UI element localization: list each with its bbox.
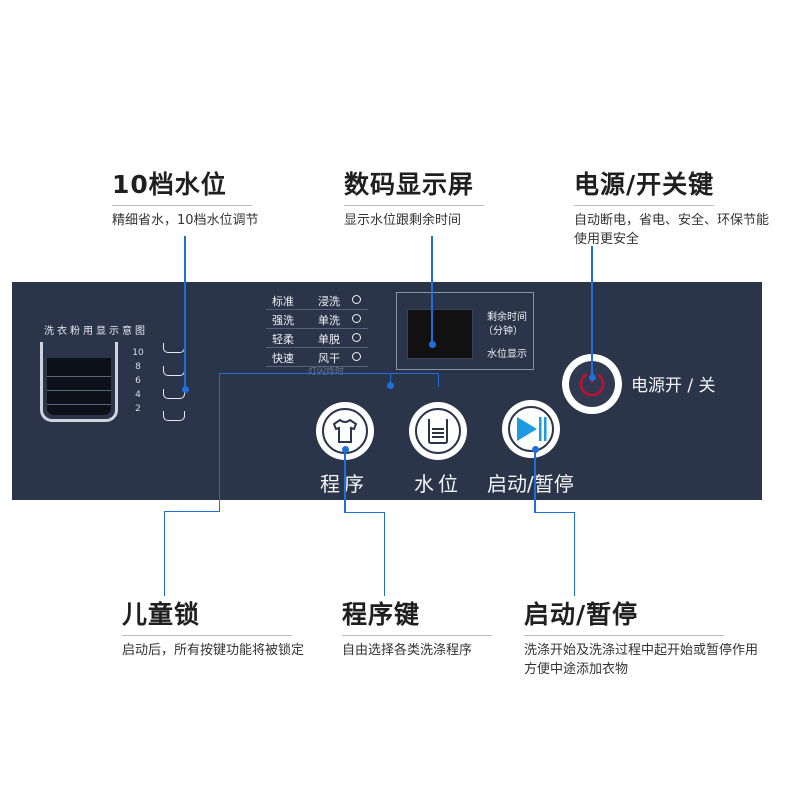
level-value: 6 (135, 376, 141, 386)
leader-line (219, 373, 220, 511)
program-name: 强洗 (272, 314, 294, 327)
start-pause-button[interactable] (502, 400, 560, 458)
callout-start-pause: 启动/暂停 洗涤开始及洗涤过程中起开始或暂停作用 方便中途添加衣物 (524, 595, 759, 679)
program-indicator-list: 标准 浸洗 强洗 单洗 轻柔 单脱 快速 风干 (266, 291, 368, 367)
leader-line (184, 236, 186, 389)
callout-desc-line2: 方便中途添加衣物 (524, 662, 629, 677)
callout-title: 10档水位 (112, 170, 227, 199)
leader-line (344, 449, 346, 513)
program-name: 浸洗 (318, 295, 340, 308)
program-row: 强洗 单洗 (266, 310, 368, 329)
lamp-note: 灯闪烁时 (308, 367, 345, 377)
callout-display: 数码显示屏 显示水位跟剩余时间 (344, 165, 484, 230)
display-remaining-time: 剩余时间 (487, 312, 527, 323)
divider (112, 205, 252, 206)
leader-line (438, 373, 439, 387)
callout-title: 数码显示屏 (344, 170, 475, 199)
level-mark-icon (163, 343, 185, 353)
callout-power: 电源/开关键 自动断电，省电、安全、环保节能 使用更安全 (574, 165, 770, 249)
callout-desc: 启动后，所有按键功能将被锁定 (122, 643, 305, 658)
water-tank-icon (428, 419, 448, 444)
leader-line (534, 449, 536, 513)
leader-line (344, 512, 384, 513)
divider (524, 635, 724, 636)
program-row: 标准 浸洗 (266, 291, 368, 310)
leader-dot (429, 341, 436, 348)
program-row: 快速 风干 (266, 348, 368, 367)
divider (344, 205, 484, 206)
leader-line (164, 511, 220, 512)
program-name: 轻柔 (272, 333, 294, 346)
indicator-light-icon (352, 333, 361, 342)
leader-dot (387, 382, 394, 389)
callout-desc-line2: 使用更安全 (574, 232, 640, 247)
callout-title: 程序键 (342, 600, 421, 629)
control-panel (12, 282, 762, 500)
program-name: 单洗 (318, 314, 340, 327)
leader-line (390, 373, 391, 385)
level-mark-icon (163, 366, 185, 376)
water-level-scale: 10 8 6 4 2 (128, 346, 148, 416)
callout-desc-line1: 自动断电，省电、安全、环保节能 (574, 213, 770, 228)
callout-water-level: 10档水位 精细省水，10档水位调节 (112, 165, 259, 230)
leader-dot (589, 374, 596, 381)
level-value: 4 (135, 390, 141, 400)
callout-title: 启动/暂停 (524, 600, 639, 629)
leader-dot (342, 446, 349, 453)
digital-display: 剩余时间 （分钟） 水位显示 (396, 292, 534, 370)
shirt-icon (332, 418, 358, 443)
display-unit: （分钟） (483, 326, 523, 337)
program-button-label: 程序 (320, 468, 368, 497)
display-screen (407, 309, 473, 359)
beaker-line (47, 376, 111, 377)
leader-line (534, 512, 574, 513)
callout-title: 儿童锁 (122, 600, 201, 629)
program-row: 轻柔 单脱 (266, 329, 368, 348)
callout-program: 程序键 自由选择各类洗涤程序 (342, 595, 492, 660)
leader-line (574, 512, 575, 596)
leader-line (384, 512, 385, 596)
leader-dot (532, 446, 539, 453)
beaker-line (47, 404, 111, 405)
beaker-fill (47, 358, 111, 415)
display-water-level: 水位显示 (487, 349, 527, 360)
level-value: 10 (132, 348, 144, 358)
program-name: 单脱 (318, 333, 340, 346)
callout-desc-line1: 洗涤开始及洗涤过程中起开始或暂停作用 (524, 643, 759, 658)
detergent-beaker-icon (40, 342, 118, 422)
detergent-legend: 洗衣粉用显示意图 (44, 326, 148, 337)
button-ring (508, 406, 554, 452)
indicator-light-icon (352, 352, 361, 361)
leader-line (164, 511, 165, 596)
callout-child-lock: 儿童锁 启动后，所有按键功能将被锁定 (122, 595, 305, 660)
callout-title: 电源/开关键 (574, 170, 715, 199)
program-name: 标准 (272, 295, 294, 308)
divider (342, 635, 492, 636)
play-pause-icon (517, 417, 547, 441)
callout-desc: 自由选择各类洗涤程序 (342, 643, 473, 658)
leader-line (591, 246, 593, 378)
callout-desc: 精细省水，10档水位调节 (112, 213, 259, 228)
divider (574, 205, 714, 206)
button-ring (415, 408, 461, 454)
beaker-line (47, 390, 111, 391)
indicator-light-icon (352, 314, 361, 323)
indicator-light-icon (352, 295, 361, 304)
level-mark-icon (163, 411, 185, 421)
water-level-button-label: 水位 (414, 472, 462, 496)
leader-dot (182, 386, 189, 393)
program-name: 快速 (272, 352, 294, 365)
program-name: 风干 (318, 352, 340, 365)
divider (122, 635, 292, 636)
callout-desc: 显示水位跟剩余时间 (344, 213, 462, 228)
power-button-label: 电源开 / 关 (631, 376, 716, 396)
level-value: 8 (135, 362, 141, 372)
level-mark-icon (163, 389, 185, 399)
leader-line (431, 236, 433, 344)
leader-line (219, 373, 439, 374)
start-pause-button-label: 启动/暂停 (487, 472, 574, 496)
water-level-button[interactable] (409, 402, 467, 460)
level-value: 2 (135, 404, 141, 414)
